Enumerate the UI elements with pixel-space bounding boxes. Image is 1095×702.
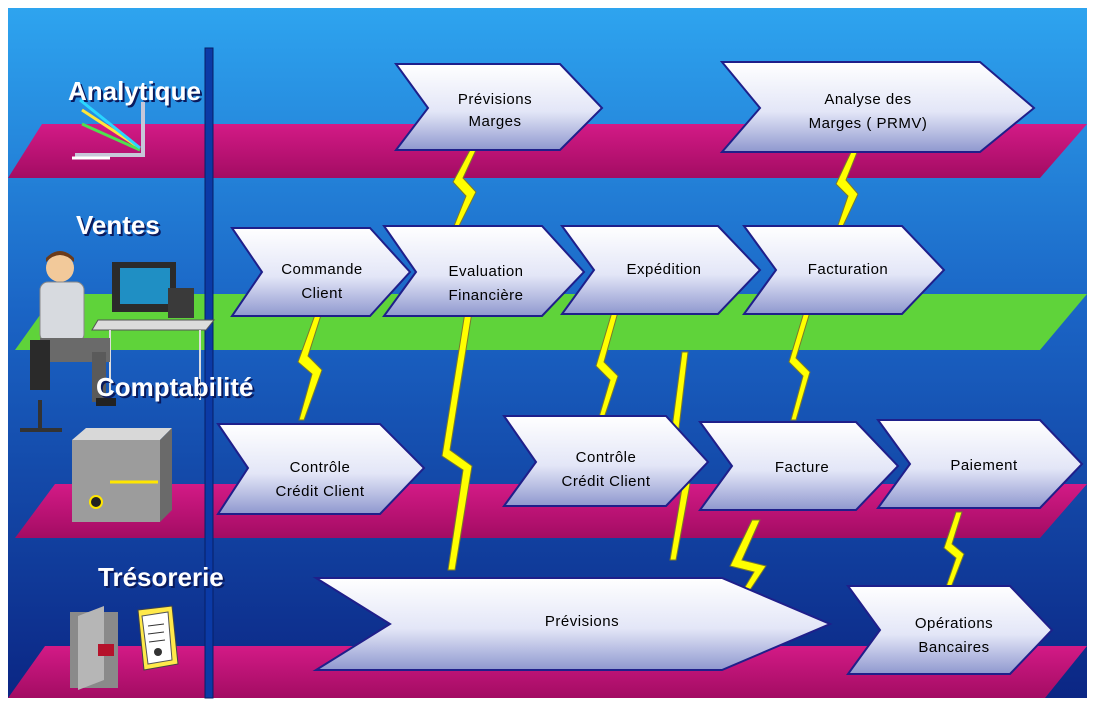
process-controle-credit-client-2-line2: Crédit Client	[561, 473, 650, 490]
process-paiement-line1: Paiement	[950, 457, 1018, 474]
safe-document-icon	[70, 605, 179, 690]
level-label-analytique-text: Analytique	[68, 76, 201, 106]
level-label-ventes-text: Ventes	[76, 210, 160, 240]
process-expedition[interactable]: Expédition	[560, 225, 762, 315]
process-facturation[interactable]: Facturation	[742, 225, 946, 315]
plane-tresorerie	[8, 646, 1087, 698]
process-evaluation-financiere-line1: Evaluation	[448, 263, 523, 280]
level-label-comptabilite: Comptabilité Comptabilité	[96, 372, 255, 404]
process-facture[interactable]: Facture	[698, 421, 900, 511]
process-paiement[interactable]: Paiement	[876, 419, 1084, 509]
process-controle-credit-client-1-line2: Crédit Client	[275, 483, 364, 500]
process-controle-credit-client-2[interactable]: Contrôle Crédit Client	[502, 415, 710, 507]
process-previsions-marges[interactable]: Prévisions Marges	[393, 63, 604, 151]
process-operations-bancaires[interactable]: Opérations Bancaires	[846, 585, 1054, 675]
process-analyse-marges-line2: Marges ( PRMV)	[809, 115, 928, 132]
process-facturation-line1: Facturation	[808, 261, 889, 278]
process-operations-bancaires-line2: Bancaires	[918, 639, 989, 656]
process-controle-credit-client-2-line1: Contrôle	[576, 449, 637, 466]
svg-text:Ventes: Ventes	[78, 212, 162, 242]
process-evaluation-financiere[interactable]: Evaluation Financière	[382, 225, 586, 317]
process-analyse-marges[interactable]: Analyse des Marges ( PRMV)	[719, 61, 1036, 153]
level-label-tresorerie: Trésorerie Trésorerie	[98, 562, 226, 594]
process-previsions-line1: Prévisions	[545, 613, 619, 630]
process-facture-line1: Facture	[775, 459, 829, 476]
process-previsions-marges-line1: Prévisions	[458, 91, 532, 108]
process-evaluation-financiere-line2: Financière	[448, 287, 523, 304]
svg-text:Trésorerie: Trésorerie	[100, 564, 226, 594]
process-previsions[interactable]: Prévisions	[312, 577, 833, 671]
lightning-links	[297, 149, 965, 603]
level-label-analytique: Analytique Analytique	[68, 76, 203, 108]
process-analyse-marges-line1: Analyse des	[824, 91, 911, 108]
process-operations-bancaires-line1: Opérations	[915, 615, 993, 632]
svg-text:Comptabilité: Comptabilité	[98, 374, 255, 404]
process-controle-credit-client-1-line1: Contrôle	[290, 459, 351, 476]
level-label-tresorerie-text: Trésorerie	[98, 562, 224, 592]
server-tower-icon	[72, 428, 172, 522]
process-commande-client[interactable]: Commande Client	[230, 227, 412, 317]
link-evaluation-to-previsions	[441, 311, 473, 571]
process-commande-client-line1: Commande	[281, 261, 363, 278]
process-commande-client-line2: Client	[301, 285, 343, 302]
process-controle-credit-client-1[interactable]: Contrôle Crédit Client	[216, 423, 426, 515]
chart-icon	[72, 98, 145, 160]
link-commande-to-controle-1	[297, 311, 323, 421]
process-previsions-marges-line2: Marges	[468, 113, 521, 130]
process-arrows: Prévisions Marges Analyse des Marges ( P…	[216, 61, 1084, 675]
svg-text:Analytique: Analytique	[70, 78, 203, 108]
process-expedition-line1: Expédition	[626, 261, 701, 278]
link-facturation-to-facture	[788, 311, 811, 421]
operator-computer-icon	[20, 251, 216, 432]
level-label-ventes: Ventes Ventes	[76, 210, 162, 242]
level-label-comptabilite-text: Comptabilité	[96, 372, 253, 402]
timeline-bar	[204, 47, 214, 699]
